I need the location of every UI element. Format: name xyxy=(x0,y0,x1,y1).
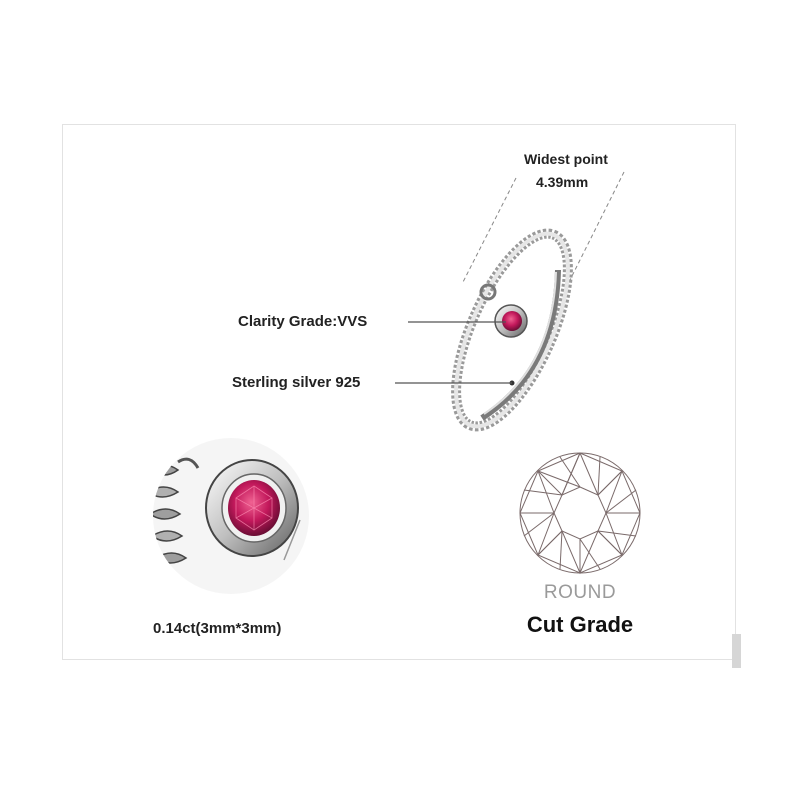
clarity-grade-label: Clarity Grade:VVS xyxy=(238,313,368,330)
widest-point-guides xyxy=(461,171,625,289)
content-frame xyxy=(62,124,736,660)
gem-closeup xyxy=(153,438,309,594)
cut-grade-label: Cut Grade xyxy=(526,612,634,637)
ring-illustration xyxy=(451,228,573,432)
scrollbar-handle[interactable] xyxy=(732,634,741,668)
round-cut-diagram xyxy=(519,452,641,575)
material-label: Sterling silver 925 xyxy=(232,374,361,391)
widest-point-value: 4.39mm xyxy=(536,174,589,190)
ring-gem xyxy=(502,311,522,331)
shape-label: ROUND xyxy=(543,582,617,603)
carat-size-label: 0.14ct(3mm*3mm) xyxy=(153,620,282,637)
widest-point-title: Widest point xyxy=(524,151,608,167)
